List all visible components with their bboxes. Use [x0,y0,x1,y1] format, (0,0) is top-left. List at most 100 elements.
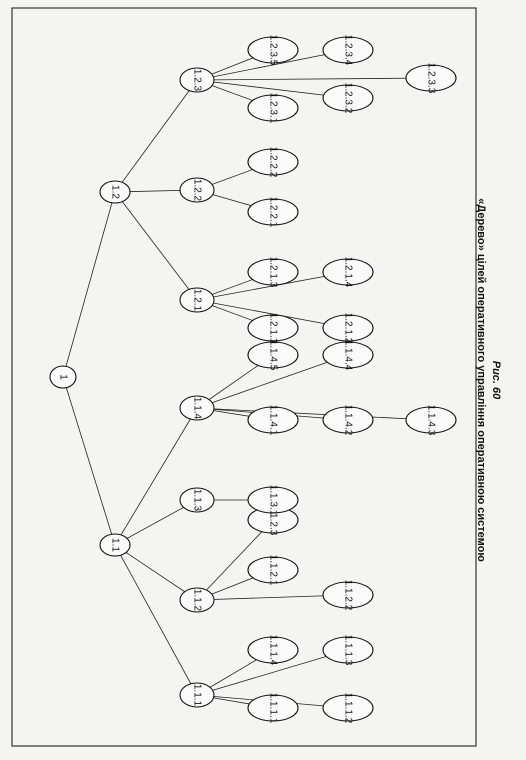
edges-layer [62,49,432,709]
node-ellipse [405,64,457,92]
node-ellipse [99,180,131,204]
edge-1.2.3-1.2.3.3 [196,77,432,81]
node-1.2.3.1: 1.2.3.1 [247,93,299,124]
node-label: 1.1 [110,538,121,552]
node-1.2.1.4: 1.2.1.4 [322,257,374,288]
node-ellipse [247,406,299,434]
node-label: 1.1.2 [192,589,203,612]
node-ellipse [247,148,299,176]
edge-1.1-1.1.2 [114,544,198,601]
node-label: 1.2.2.1 [268,197,279,228]
node-1.1.2.2: 1.1.2.2 [322,580,374,611]
node-label: 1.1.3.1 [268,485,279,516]
node-1.2.1.1: 1.2.1.1 [247,313,299,344]
node-label: 1.1.4.4 [343,340,354,371]
node-label: 1.1.2.1 [268,555,279,586]
node-1.1.2: 1.1.2 [179,587,215,613]
edge-1.1.4-1.1.4.3 [196,407,432,421]
edge-1.2.1-1.2.1.4 [196,271,349,301]
edge-1.2.1-1.2.1.2 [196,299,349,329]
node-ellipse [405,406,457,434]
node-label: 1.1.4.5 [268,340,279,371]
node-ellipse [247,314,299,342]
node-1.1.1.2: 1.1.1.2 [322,693,374,724]
node-label: 1.1.1 [192,684,203,707]
node-label: 1.2.1.2 [343,313,354,344]
node-label: 1.1.2.3 [268,505,279,536]
node-ellipse [247,694,299,722]
figure-frame [11,7,477,747]
node-ellipse [247,341,299,369]
node-ellipse [99,533,131,557]
node-ellipse [322,36,374,64]
node-ellipse [322,258,374,286]
node-ellipse [247,36,299,64]
node-1.2.1.2: 1.2.1.2 [322,313,374,344]
node-1.2.1.3: 1.2.1.3 [247,257,299,288]
edge-1-1.2 [62,191,116,378]
node-1.1.4.3: 1.1.4.3 [405,405,457,436]
node-1.1.1.3: 1.1.1.3 [322,635,374,666]
node-label: 1.2.1.4 [343,257,354,288]
edge-1.1.4-1.1.4.4 [196,354,349,409]
node-ellipse [322,341,374,369]
node-ellipse [179,177,215,203]
edge-1.1-1.1.1 [114,544,198,696]
node-1.1.1: 1.1.1 [179,682,215,708]
node-1.2.3: 1.2.3 [179,67,215,93]
node-1.2.3.2: 1.2.3.2 [322,83,374,114]
node-label: 1.2.3.2 [343,83,354,114]
node-label: 1.2.3.3 [426,63,437,94]
node-ellipse [179,587,215,613]
edge-1.2.3-1.2.3.2 [196,79,349,99]
node-ellipse [322,406,374,434]
node-label: 1.2.3.4 [343,35,354,66]
node-ellipse [322,694,374,722]
node-1: 1 [49,365,77,389]
caption-figure-number: Рис. 60 [490,361,502,400]
node-label: 1.1.2.2 [343,580,354,611]
node-1.1.1.4: 1.1.1.4 [247,635,299,666]
node-1.1.3.1: 1.1.3.1 [247,485,299,516]
node-ellipse [179,395,215,421]
node-label: 1.2.1 [192,289,203,312]
node-1.1.4.1: 1.1.4.1 [247,405,299,436]
node-ellipse [247,636,299,664]
node-label: 1.2.3 [192,69,203,92]
node-ellipse [247,258,299,286]
caption: Рис. 60 «Дерево» цілей оперативного упра… [475,198,502,561]
node-label: 1.1.1.3 [343,635,354,666]
edge-1.2.3-1.2.3.4 [196,49,349,81]
node-1.1.4: 1.1.4 [179,395,215,421]
node-label: 1.2 [110,185,121,199]
node-1.1.4.2: 1.1.4.2 [322,405,374,436]
node-ellipse [322,314,374,342]
node-ellipse [179,487,215,513]
node-1.1.4.5: 1.1.4.5 [247,340,299,371]
node-label: 1.1.1.1 [268,693,279,724]
node-ellipse [322,84,374,112]
node-label: 1.1.4.2 [343,405,354,436]
node-label: 1.2.3.1 [268,93,279,124]
node-ellipse [179,67,215,93]
node-ellipse [179,682,215,708]
node-1.1.4.4: 1.1.4.4 [322,340,374,371]
caption-title: «Дерево» цілей оперативного управління о… [475,198,487,561]
node-ellipse [179,287,215,313]
node-ellipse [247,198,299,226]
node-label: 1.1.4.1 [268,405,279,436]
node-ellipse [322,636,374,664]
node-label: 1.1.1.4 [268,635,279,666]
node-1.2.1: 1.2.1 [179,287,215,313]
edge-1.1.2-1.1.2.3 [196,519,274,601]
node-label: 1.1.4.3 [426,405,437,436]
node-1.1: 1.1 [99,533,131,557]
edge-1.1-1.1.4 [114,407,198,546]
nodes-layer: 11.11.21.1.11.1.21.1.31.1.41.2.11.2.21.2… [49,35,457,724]
edge-1.1.1-1.1.1.3 [196,649,349,696]
node-ellipse [322,581,374,609]
node-1.2: 1.2 [99,180,131,204]
node-label: 1.2.1.3 [268,257,279,288]
